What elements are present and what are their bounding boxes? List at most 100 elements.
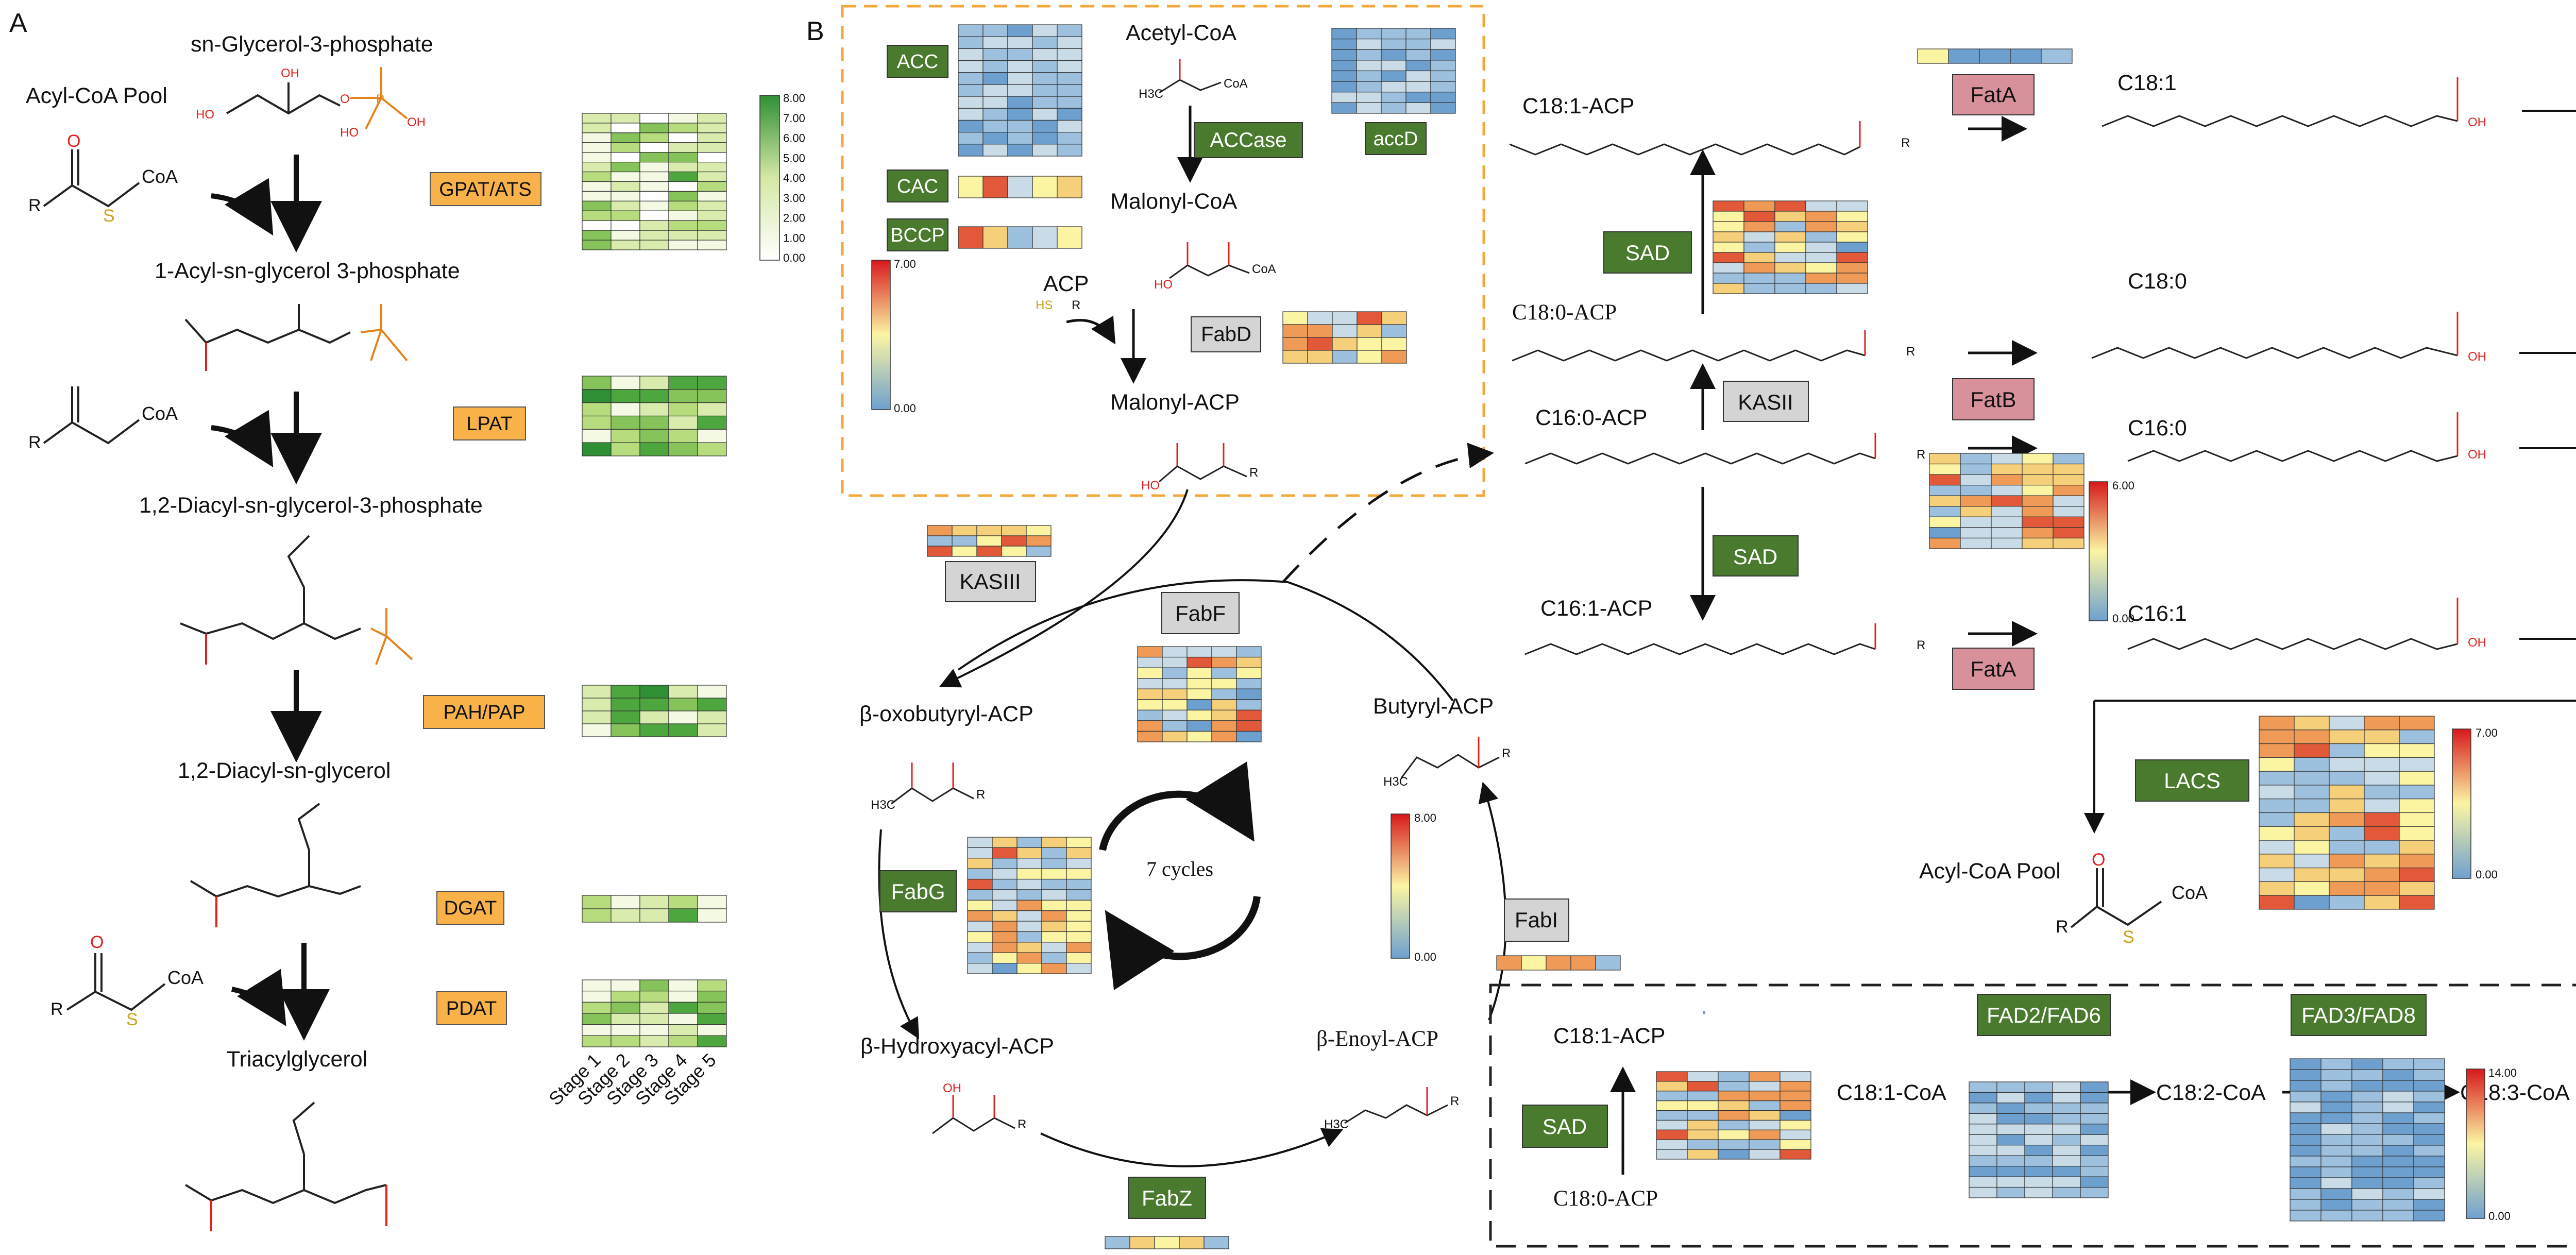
- heatmap-cell: [1129, 1236, 1155, 1249]
- heatmap-cell: [1969, 1145, 1997, 1156]
- heatmap-cell: [697, 152, 727, 163]
- g3p-o-label: O: [340, 92, 350, 106]
- heatmap-cell: [1137, 731, 1163, 742]
- heatmap-cell: [1066, 963, 1092, 974]
- heatmap-cell: [2351, 1210, 2383, 1222]
- heatmap-cell: [1969, 1186, 1997, 1198]
- heatmap-cell: [2351, 1177, 2383, 1189]
- heatmap-cell: [1743, 242, 1775, 253]
- pool-r-label: R: [2056, 917, 2069, 937]
- heatmap-cell: [611, 240, 640, 250]
- heatmap-cell: [1007, 36, 1033, 49]
- heatmap-cell: [1211, 699, 1237, 710]
- heatmap-cell: [1991, 463, 2023, 475]
- heatmap-cell: [1780, 1120, 1811, 1130]
- fabf-box: [1161, 592, 1240, 634]
- heatmap-cell: [1749, 1081, 1781, 1092]
- heatmap-cell: [2399, 730, 2435, 744]
- heatmap-cell: [1041, 910, 1067, 922]
- heatmap-cell: [1836, 200, 1868, 212]
- heatmap-cell: [1057, 108, 1082, 121]
- heatmap-cell: [2290, 1123, 2321, 1135]
- heatmap-cell: [2024, 1186, 2053, 1198]
- heatmap-cell: [2052, 1081, 2081, 1093]
- accd-label: accD: [1374, 128, 1418, 150]
- heatmap-cell: [2290, 1199, 2321, 1211]
- heatmap-cell: [1057, 176, 1082, 198]
- heatmap-cell: [2364, 840, 2400, 855]
- acyl-coa-pool-structure: [2070, 868, 2162, 928]
- heatmap-cell: [1016, 889, 1042, 901]
- heatmap-cell: [1687, 1110, 1719, 1121]
- heatmap-cell: [668, 908, 698, 923]
- heatmap-cell: [2413, 1058, 2445, 1070]
- heatmap-cell: [668, 191, 698, 201]
- heatmap-cell: [668, 123, 698, 133]
- heatmap-cell: [611, 979, 640, 992]
- acyl3-coa-label: CoA: [167, 967, 204, 988]
- heatmap-cell: [1066, 868, 1092, 880]
- c161-chain: [2127, 638, 2458, 650]
- heatmap-cell: [2329, 881, 2365, 896]
- heatmap-fad38: [2290, 1058, 2445, 1222]
- legend-fad-tick-min: 0.00: [2488, 1210, 2511, 1223]
- c181acp-chain: [1509, 143, 1860, 156]
- heatmap-cell: [2080, 1145, 2109, 1156]
- butyryl-label: Butyryl-ACP: [1373, 694, 1494, 719]
- heatmap-cell: [958, 36, 984, 49]
- heatmap-cell: [982, 84, 1008, 97]
- heatmap-cell: [2364, 785, 2400, 800]
- heatmap-cell: [1713, 242, 1744, 253]
- heatmap-cell: [639, 979, 669, 992]
- heatmap-cell: [1032, 84, 1058, 97]
- heatmap-pah: [582, 685, 727, 737]
- heatmap-cell: [1656, 1081, 1688, 1092]
- heatmap-cell: [2290, 1069, 2321, 1081]
- g3p-label: sn-Glycerol-3-phosphate: [191, 32, 433, 57]
- heatmap-cell: [2053, 537, 2084, 549]
- heatmap-cell: [668, 895, 698, 909]
- heatmap-cell: [1057, 84, 1082, 97]
- heatmap-cell: [1929, 495, 1961, 507]
- heatmap-cell: [2413, 1112, 2445, 1124]
- heatmap-cell: [1718, 1071, 1750, 1082]
- heatmap-cell: [1774, 252, 1806, 263]
- heatmap-cell: [639, 191, 669, 201]
- legend-fat-colorbar: [2089, 481, 2108, 621]
- heatmap-cell: [982, 226, 1008, 249]
- heatmap-cell: [992, 847, 1018, 859]
- heatmap-accd: [1331, 28, 1456, 114]
- heatmap-cell: [1137, 646, 1163, 658]
- heatmap-cell: [668, 723, 698, 737]
- heatmap-cell: [2382, 1112, 2414, 1124]
- heatmap-cell: [992, 952, 1018, 964]
- heatmap-cell: [958, 144, 984, 157]
- fata2-box: [1952, 648, 2035, 690]
- heatmap-cell: [927, 546, 953, 557]
- heatmap-cell: [668, 991, 698, 1003]
- heatmap-cell: [1007, 96, 1033, 109]
- heatmap-cell: [1236, 656, 1262, 668]
- heatmap-cell: [1687, 1139, 1719, 1150]
- enoyl-r-label: R: [1450, 1094, 1459, 1108]
- heatmap-cell: [1929, 463, 1961, 475]
- heatmap-cell: [697, 142, 727, 153]
- acyl1-o-label: O: [67, 131, 80, 151]
- heatmap-cell: [1430, 81, 1456, 93]
- heatmap-cell: [1743, 200, 1775, 212]
- heatmap-cell: [1713, 221, 1744, 232]
- acyl-coa-structure-3: [66, 953, 166, 1011]
- fad26-box: [1977, 994, 2111, 1036]
- acyl-coa-structure-2: [43, 386, 140, 445]
- heatmap-cell: [992, 889, 1018, 901]
- heatmap-cell: [1960, 463, 1992, 475]
- heatmap-cell: [1007, 144, 1033, 157]
- heatmap-cell: [1969, 1092, 1997, 1104]
- heatmap-cell: [611, 1035, 640, 1047]
- heatmap-cell: [2329, 743, 2365, 758]
- acp-r-label: R: [1072, 298, 1080, 312]
- heatmap-cell: [1162, 699, 1188, 710]
- heatmap-cell: [2290, 1112, 2321, 1124]
- heatmap-cell: [2320, 1156, 2352, 1167]
- heatmap-cell: [1780, 1081, 1811, 1092]
